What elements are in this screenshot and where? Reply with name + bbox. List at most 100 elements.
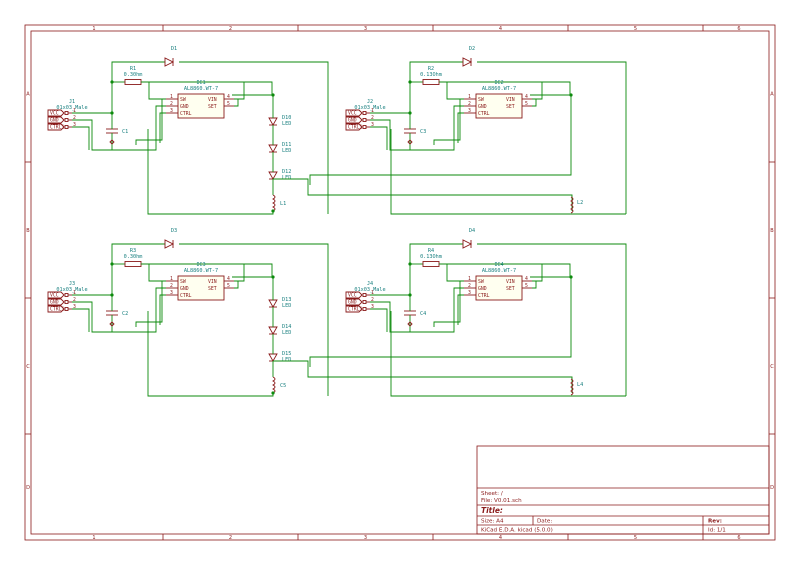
ic-pin-number: 4 [525,276,528,282]
connector-value: 01x03_Male [56,287,87,293]
ic-pin-name: SET [506,104,515,110]
connector-pin [64,111,69,115]
global-label-box [345,109,363,117]
wire [409,61,463,82]
ic-ref: IC1 [196,80,205,86]
row-label-left: B [26,228,30,234]
led-ref: D12 [282,169,291,175]
ic-pin-number: 2 [468,283,471,289]
ic-pin-name: VIN [208,279,217,285]
resistor-value: 0.30hm [124,72,143,78]
inductor-symbol [569,196,574,214]
led-ref: D14 [282,324,291,330]
ic-pin-number: 1 [170,94,173,100]
global-label-box [47,298,65,306]
connector-pin [362,111,367,115]
global-label: CTRL1 [348,307,363,313]
wire [238,82,245,100]
wire [409,105,464,151]
wire [457,112,464,143]
connector-value: 01x03_Male [56,105,87,111]
ic-pin-name: CTRL [180,111,192,117]
tb-id: Id: 1/1 [708,528,726,534]
connector-ref: J2 [367,99,373,105]
connector-ref: J1 [69,99,75,105]
ic-pin-name: SW [180,279,186,285]
ic-body [475,93,523,119]
gnd-mark [407,139,413,145]
connector-pin [362,307,367,311]
wire [111,243,165,264]
ic-ref: IC4 [494,262,503,268]
wire [234,280,239,289]
connector-pin [64,118,69,122]
junction-dot [271,391,275,395]
led-value: LED [282,175,291,181]
wire [179,61,329,214]
col-label-top: 3 [364,26,367,32]
col-label-top: 1 [92,26,95,32]
col-label-bottom: 1 [92,535,95,541]
inductor-symbol [271,194,276,212]
junction-dot [569,275,573,279]
ic-pin-name: CTRL [478,111,490,117]
capacitor-ref: C2 [122,311,128,317]
diode-symbol [164,57,175,67]
wire [309,277,572,367]
ic-part: AL8860.WT-7 [482,86,516,92]
inductor-symbol [569,378,574,396]
ic-pin-name: GND [478,286,487,292]
wire [159,112,166,143]
wire [148,82,166,100]
global-label-box [345,298,363,306]
inductor-ref: L2 [577,200,583,206]
circuit: D1R10.30hmIC1AL8860.WT-71SW2GND3CTRL4VIN… [47,46,627,397]
row-label-left: A [26,92,30,98]
wire [72,119,112,151]
connector-ref: J3 [69,281,75,287]
wire [159,294,166,325]
global-label: CTRL1 [50,125,65,131]
ic-pin-name: SW [180,97,186,103]
capacitor-ref: C3 [420,129,426,135]
inductor-symbol [271,376,276,394]
led-ref: D10 [282,115,291,121]
col-label-bottom: 3 [364,535,367,541]
led-symbol [268,171,278,180]
resistor-symbol [124,79,142,85]
wire [370,308,388,332]
led-value: LED [282,330,291,336]
connector-pin-number: 3 [73,122,76,128]
resistor-symbol [124,261,142,267]
tb-sheet: Sheet: / [481,491,503,497]
wire [234,98,239,107]
wire [536,82,543,100]
tb-file: File: V0.01.sch [481,498,522,504]
wire [532,280,537,289]
col-label-top: 4 [499,26,502,32]
connector-pin-number: 2 [73,297,76,303]
global-label-box [345,305,363,313]
connector-pin [64,300,69,304]
resistor-ref: R1 [130,66,136,72]
connector-pin-number: 1 [73,108,76,114]
wire [238,264,245,282]
connector-pin [64,307,69,311]
tb-size: Size: A4 [481,519,504,525]
wire [409,287,464,333]
junction-dot [569,93,573,97]
global-label: CTRL1 [348,125,363,131]
global-label: VCC [348,111,357,117]
wire [141,263,273,278]
wire [309,95,572,185]
wire [72,126,90,150]
wire [439,81,571,96]
ic-pin-number: 2 [170,101,173,107]
resistor-symbol [422,79,440,85]
global-label: GND [348,118,357,124]
gnd-mark [109,321,115,327]
col-label-top: 5 [634,26,637,32]
global-label-box [47,123,65,131]
connector-value: 01x03_Male [354,105,385,111]
resistor-ref: R3 [130,248,136,254]
